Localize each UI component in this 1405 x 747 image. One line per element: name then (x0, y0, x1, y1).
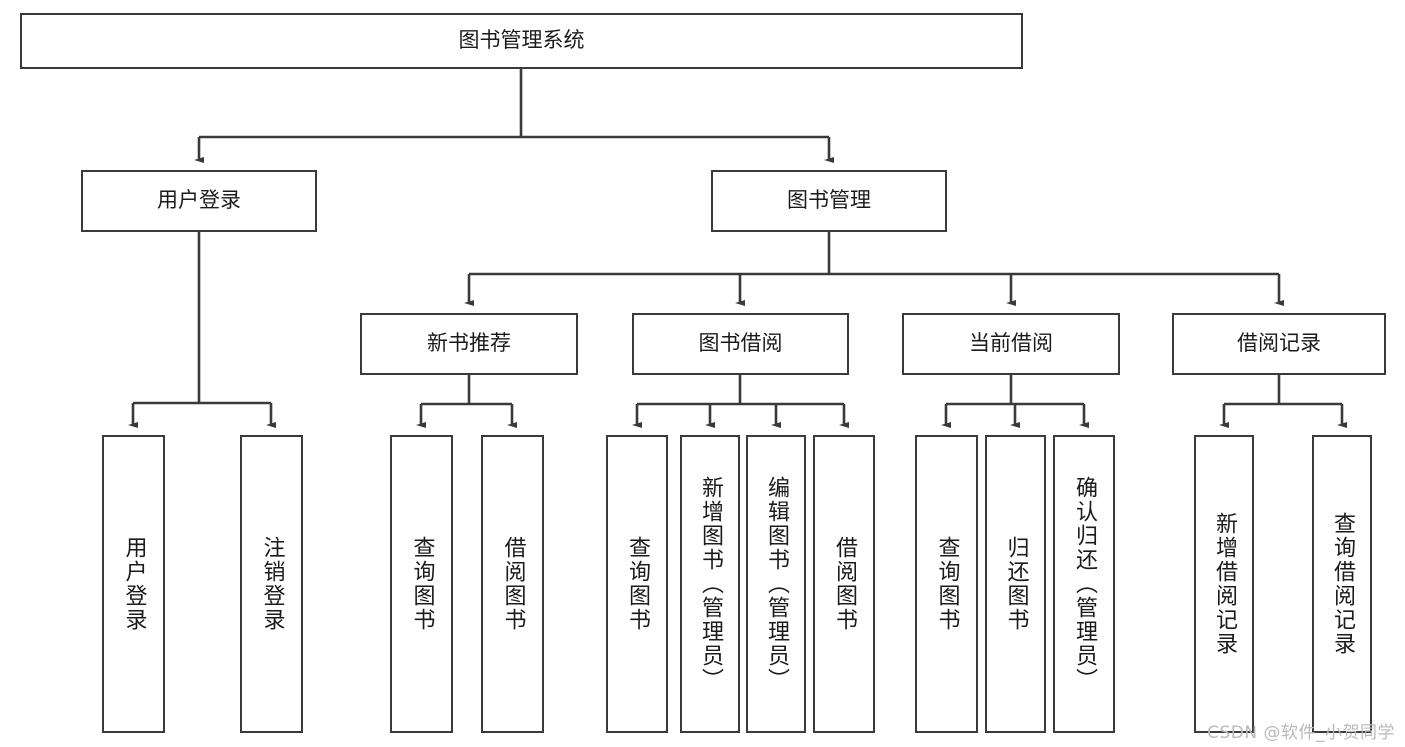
leaf-add-borrow-record-label: 新增借阅记录 (1211, 512, 1237, 656)
leaf-borrow-book-borrow[interactable]: 借阅图书 (813, 435, 875, 733)
leaf-confirm-return-admin[interactable]: 确认归还（管理员） (1053, 435, 1115, 733)
leaf-confirm-return-admin-label: 确认归还（管理员） (1071, 476, 1097, 692)
leaf-return-book[interactable]: 归还图书 (985, 435, 1046, 733)
leaf-query-book-borrow-label: 查询图书 (624, 536, 650, 632)
leaf-user-logout-label: 注销登录 (259, 536, 285, 632)
leaf-add-borrow-record[interactable]: 新增借阅记录 (1194, 435, 1254, 733)
leaf-query-borrow-record[interactable]: 查询借阅记录 (1312, 435, 1372, 733)
leaf-return-book-label: 归还图书 (1003, 536, 1029, 632)
leaf-user-login[interactable]: 用户登录 (102, 435, 165, 733)
node-current-borrow-label: 当前借阅 (969, 331, 1053, 356)
leaf-query-book-current[interactable]: 查询图书 (915, 435, 978, 733)
node-new-book-recommend[interactable]: 新书推荐 (360, 313, 578, 375)
leaf-edit-book-admin[interactable]: 编辑图书（管理员） (746, 435, 806, 733)
node-borrow-record-label: 借阅记录 (1237, 331, 1321, 356)
leaf-user-login-label: 用户登录 (121, 536, 147, 632)
leaf-query-book-borrow[interactable]: 查询图书 (606, 435, 668, 733)
node-book-manage-label: 图书管理 (787, 188, 871, 213)
leaf-borrow-book-recommend-label: 借阅图书 (500, 536, 526, 632)
leaf-add-book-admin-label: 新增图书（管理员） (697, 476, 723, 692)
watermark-text: CSDN @软件_小贺同学 (1207, 723, 1395, 743)
leaf-user-logout[interactable]: 注销登录 (240, 435, 303, 733)
node-current-borrow[interactable]: 当前借阅 (902, 313, 1120, 375)
node-new-book-recommend-label: 新书推荐 (427, 331, 511, 356)
leaf-query-book-current-label: 查询图书 (934, 536, 960, 632)
node-borrow-record[interactable]: 借阅记录 (1172, 313, 1386, 375)
leaf-query-book-recommend[interactable]: 查询图书 (390, 435, 453, 733)
node-root-label: 图书管理系统 (458, 28, 585, 53)
node-book-borrow[interactable]: 图书借阅 (632, 313, 849, 375)
node-root[interactable]: 图书管理系统 (20, 13, 1023, 69)
node-user-login[interactable]: 用户登录 (81, 170, 317, 232)
leaf-edit-book-admin-label: 编辑图书（管理员） (763, 476, 789, 692)
node-book-manage[interactable]: 图书管理 (711, 170, 947, 232)
node-user-login-label: 用户登录 (157, 188, 241, 213)
leaf-borrow-book-borrow-label: 借阅图书 (831, 536, 857, 632)
node-book-borrow-label: 图书借阅 (698, 331, 783, 356)
leaf-add-book-admin[interactable]: 新增图书（管理员） (680, 435, 740, 733)
leaf-query-borrow-record-label: 查询借阅记录 (1329, 512, 1355, 656)
leaf-borrow-book-recommend[interactable]: 借阅图书 (481, 435, 544, 733)
leaf-query-book-recommend-label: 查询图书 (409, 536, 435, 632)
